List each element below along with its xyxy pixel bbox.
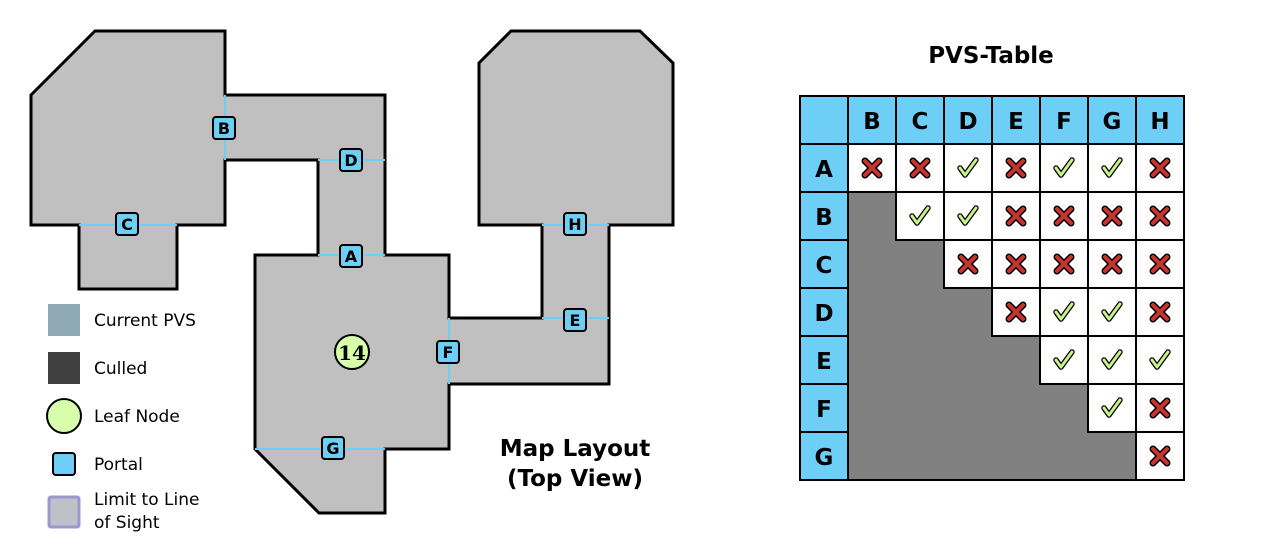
portal-g[interactable]: G xyxy=(321,436,345,460)
portal-a[interactable]: A xyxy=(339,244,363,268)
cross-icon xyxy=(1151,399,1169,417)
legend-label: Limit to Line xyxy=(94,490,199,510)
portal-e[interactable]: E xyxy=(563,308,587,332)
check-icon xyxy=(1054,350,1074,369)
portal-label: E xyxy=(570,311,581,330)
legend-label: Culled xyxy=(94,359,147,379)
column-header-label: B xyxy=(863,109,881,135)
portal-label: G xyxy=(326,439,339,458)
table-cell xyxy=(1135,431,1185,481)
portal-box xyxy=(321,436,345,460)
legend: Current PVS Culled Leaf Node Portal Limi… xyxy=(46,304,199,533)
table-cell xyxy=(991,143,1041,193)
cross-icon xyxy=(1103,255,1121,273)
column-header-label: D xyxy=(958,109,977,135)
column-header xyxy=(1039,95,1089,145)
portal-box xyxy=(212,116,236,140)
row-header-label: A xyxy=(815,157,833,183)
portal-box xyxy=(339,244,363,268)
leaf-node-14[interactable]: 14 xyxy=(334,334,370,370)
portal-box xyxy=(563,308,587,332)
limit-swatch xyxy=(47,495,81,529)
column-header xyxy=(991,95,1041,145)
row-header xyxy=(799,431,849,481)
portal-c[interactable]: C xyxy=(115,212,139,236)
check-icon xyxy=(958,158,978,177)
check-icon xyxy=(1150,350,1170,369)
leaf-node-label: 14 xyxy=(338,341,366,365)
map-title: Map Layout xyxy=(500,436,651,462)
portal-icon xyxy=(52,452,76,476)
check-icon xyxy=(1102,158,1122,177)
table-corner xyxy=(799,95,849,145)
column-header xyxy=(1135,95,1185,145)
row-header-label: C xyxy=(816,253,833,279)
portal-label: D xyxy=(344,151,357,170)
culled-swatch xyxy=(48,352,80,384)
column-header xyxy=(895,95,945,145)
cross-icon xyxy=(1151,303,1169,321)
cross-icon xyxy=(1151,159,1169,177)
column-header xyxy=(1087,95,1137,145)
cross-icon xyxy=(1151,447,1169,465)
legend-label: Current PVS xyxy=(94,311,196,331)
column-header-label: E xyxy=(1008,109,1024,135)
row-header-label: G xyxy=(815,445,834,471)
cross-icon xyxy=(1103,207,1121,225)
map-floor xyxy=(29,29,675,515)
portal-f[interactable]: F xyxy=(436,340,460,364)
current-pvs-swatch xyxy=(48,304,80,336)
table-title: PVS-Table xyxy=(928,43,1054,69)
row-header xyxy=(799,191,849,241)
column-header-label: H xyxy=(1150,109,1169,135)
map-subtitle: (Top View) xyxy=(507,466,643,492)
portal-label: C xyxy=(121,215,133,234)
column-header-label: F xyxy=(1056,109,1072,135)
row-header-label: B xyxy=(815,205,833,231)
cross-icon xyxy=(1055,207,1073,225)
legend-label: Portal xyxy=(94,455,143,475)
cross-icon xyxy=(1151,255,1169,273)
cross-icon xyxy=(959,255,977,273)
portal-h[interactable]: H xyxy=(563,212,587,236)
row-header xyxy=(799,287,849,337)
column-header-label: C xyxy=(912,109,929,135)
row-header-label: F xyxy=(816,397,832,423)
portal-d[interactable]: D xyxy=(339,148,363,172)
portal-label: H xyxy=(568,215,581,234)
portal-label: B xyxy=(218,119,230,138)
check-icon xyxy=(1054,302,1074,321)
portal-box xyxy=(563,212,587,236)
legend-label: Leaf Node xyxy=(94,407,180,427)
cross-icon xyxy=(1151,207,1169,225)
portal-label: F xyxy=(443,343,454,362)
check-icon xyxy=(910,206,930,225)
legend-label: of Sight xyxy=(94,513,160,533)
leaf-node-icon xyxy=(46,398,82,434)
portal-box xyxy=(115,212,139,236)
check-icon xyxy=(958,206,978,225)
cross-icon xyxy=(1007,303,1025,321)
cross-icon xyxy=(1007,255,1025,273)
portal-box xyxy=(339,148,363,172)
cross-icon xyxy=(863,159,881,177)
cross-icon xyxy=(1007,207,1025,225)
row-header-label: D xyxy=(814,301,833,327)
column-header-label: G xyxy=(1103,109,1122,135)
portal-label: A xyxy=(345,247,358,266)
check-icon xyxy=(1054,158,1074,177)
cross-icon xyxy=(911,159,929,177)
check-icon xyxy=(1102,398,1122,417)
map-layout: A B C D E F G H 14 Map Layout (Top View) xyxy=(29,29,675,515)
check-icon xyxy=(1102,350,1122,369)
cross-icon xyxy=(1007,159,1025,177)
portal-b[interactable]: B xyxy=(212,116,236,140)
cross-icon xyxy=(1055,255,1073,273)
check-icon xyxy=(1102,302,1122,321)
portal-box xyxy=(436,340,460,364)
row-header-label: E xyxy=(816,349,832,375)
portal-boxes: A B C D E F G H xyxy=(115,116,587,460)
